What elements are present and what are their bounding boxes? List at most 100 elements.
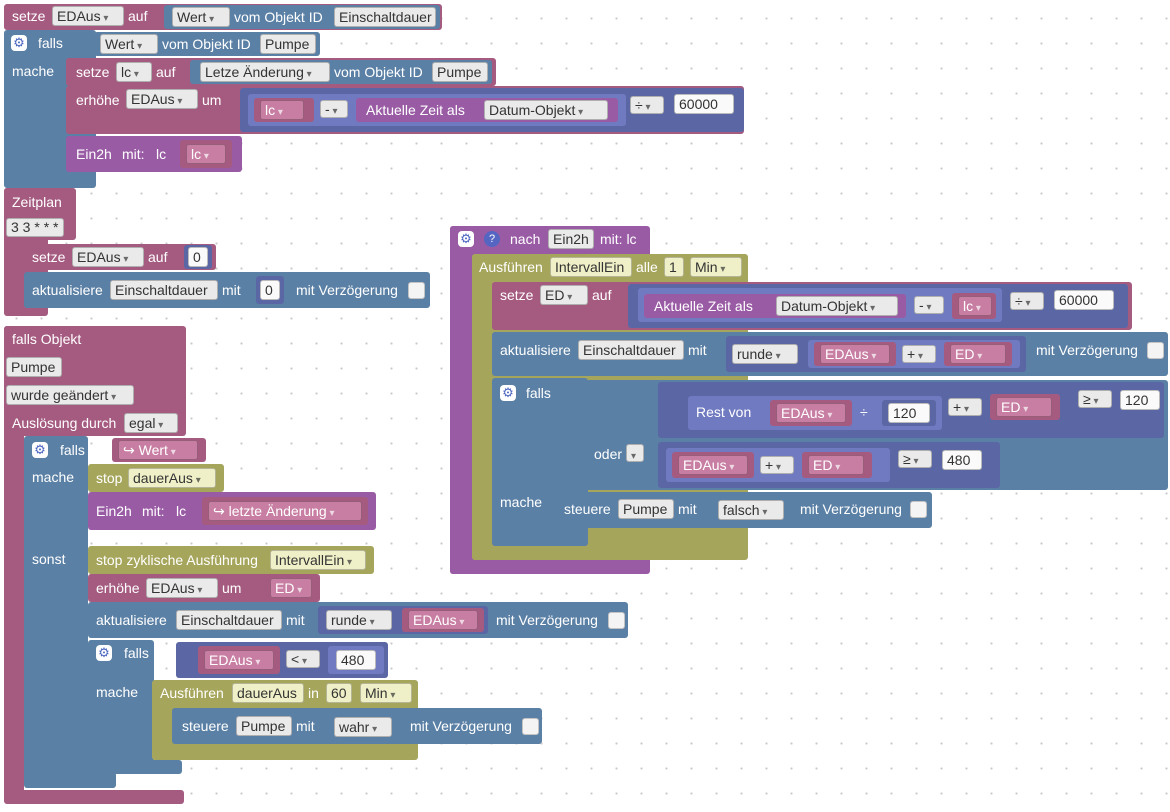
number-field[interactable]: 60000 (674, 94, 734, 114)
operator-dropdown[interactable]: ÷ (630, 96, 664, 114)
gear-icon[interactable]: ⚙ (96, 645, 112, 661)
variable-dropdown[interactable]: EDAus (72, 247, 144, 267)
divide-block[interactable]: Aktuelle Zeit als Datum-Objekt - lc ÷ 60… (628, 284, 1128, 328)
variable-dropdown[interactable]: EDAus (126, 89, 198, 109)
get-value-block[interactable]: Wert vom Objekt ID Pumpe (94, 32, 320, 56)
update-block[interactable]: aktualisiere Einschaltdauer mit runde ED… (492, 332, 1168, 376)
cron-field[interactable]: 3 3 * * * (6, 218, 64, 237)
object-id-field[interactable]: Pumpe (432, 62, 488, 82)
compare-block[interactable]: EDAus + ED ≥ 480 (658, 442, 1000, 488)
set-variable-block[interactable]: setze ED auf Aktuelle Zeit als Datum-Obj… (492, 282, 1132, 330)
operator-dropdown[interactable]: + (902, 345, 936, 363)
number-block[interactable]: 480 (328, 646, 384, 674)
variable-block[interactable]: lc (180, 140, 232, 168)
variable-dropdown[interactable]: EDAus (204, 650, 274, 670)
value-dropdown[interactable]: ↪ letzte Änderung (208, 501, 362, 521)
variable-dropdown[interactable]: ED (540, 285, 588, 305)
object-id-field[interactable]: Einschaltdauer (334, 7, 436, 27)
operator-dropdown[interactable]: < (286, 650, 320, 668)
format-dropdown[interactable]: Datum-Objekt (776, 296, 898, 316)
object-id-field[interactable]: Einschaltdauer (110, 280, 218, 300)
trigger-value-block[interactable]: ↪ Wert (112, 438, 206, 462)
operator-dropdown[interactable]: - (320, 100, 348, 118)
gear-icon[interactable]: ⚙ (11, 35, 27, 51)
variable-dropdown[interactable]: EDAus (408, 610, 478, 630)
get-value-block[interactable]: Wert vom Objekt ID Einschaltdauer (164, 5, 440, 29)
boolean-block[interactable]: wahr (326, 712, 400, 740)
help-icon[interactable]: ? (484, 231, 500, 247)
timeout-number-field[interactable]: 60 (326, 683, 352, 703)
current-time-block[interactable]: Aktuelle Zeit als Datum-Objekt (644, 294, 906, 318)
trigger-dropdown[interactable]: egal (124, 413, 178, 433)
variable-block[interactable]: lc (952, 293, 996, 319)
operator-dropdown[interactable]: ÷ (1010, 292, 1044, 310)
boolean-block[interactable]: falsch (712, 496, 790, 524)
interval-dropdown[interactable]: IntervallEin (270, 550, 366, 570)
variable-block[interactable]: ED (264, 576, 316, 600)
delay-checkbox[interactable] (910, 501, 927, 518)
object-id-field[interactable]: Einschaltdauer (578, 340, 684, 360)
variable-dropdown[interactable]: ED (808, 455, 864, 475)
format-dropdown[interactable]: Datum-Objekt (484, 100, 608, 120)
variable-block[interactable]: ED (990, 394, 1060, 420)
delay-checkbox[interactable] (608, 612, 625, 629)
call-function-block[interactable]: Ein2h mit: lc lc (66, 136, 242, 172)
compare-block[interactable]: Rest von EDAus ÷ 120 + ED ≥ 120 (658, 382, 1164, 438)
number-field[interactable]: 120 (1120, 390, 1160, 410)
object-id-field[interactable]: Pumpe (6, 357, 62, 377)
stop-timer-block[interactable]: stop dauerAus (88, 464, 224, 492)
variable-block[interactable]: EDAus (814, 342, 896, 366)
variable-block[interactable]: ED (802, 452, 872, 478)
get-value-block[interactable]: Letze Änderung vom Objekt ID Pumpe (190, 60, 492, 84)
gear-icon[interactable]: ⚙ (500, 385, 516, 401)
interval-name-field[interactable]: IntervallEin (550, 257, 632, 277)
variable-dropdown[interactable]: lc (260, 100, 304, 120)
trigger-value-block[interactable]: ↪ letzte Änderung (202, 497, 368, 525)
set-variable-block[interactable]: setze EDAus auf Wert vom Objekt ID Einsc… (4, 4, 442, 30)
divide-block[interactable]: lc - Aktuelle Zeit als Datum-Objekt ÷ 60… (240, 88, 744, 132)
gear-icon[interactable]: ⚙ (458, 231, 474, 247)
if-else-block[interactable] (24, 436, 88, 778)
control-block[interactable]: steuere Pumpe mit falsch mit Verzögerung (554, 492, 932, 528)
delay-checkbox[interactable] (408, 282, 425, 299)
variable-dropdown[interactable]: lc (116, 62, 152, 82)
variable-block[interactable]: EDAus (402, 608, 484, 632)
value-dropdown[interactable]: Wert (172, 7, 230, 27)
add-block[interactable]: Rest von EDAus ÷ 120 + ED (678, 386, 1072, 434)
variable-dropdown[interactable]: ED (996, 397, 1052, 417)
update-block[interactable]: aktualisiere Einschaltdauer mit runde ED… (88, 602, 628, 638)
boolean-dropdown[interactable]: falsch (718, 500, 784, 520)
operator-dropdown[interactable]: + (948, 398, 982, 416)
operator-dropdown[interactable]: ≥ (1078, 390, 1112, 408)
add-block[interactable]: EDAus + ED (808, 340, 1020, 368)
round-dropdown[interactable]: runde (326, 610, 392, 630)
logic-operator-dropdown[interactable] (626, 444, 644, 462)
operator-dropdown[interactable]: - (914, 296, 944, 314)
unit-dropdown[interactable]: Min (360, 683, 412, 703)
variable-dropdown[interactable]: EDAus (146, 578, 218, 598)
or-block[interactable]: Rest von EDAus ÷ 120 + ED ≥ 120 oder EDA… (586, 380, 1168, 490)
number-field[interactable]: 60000 (1054, 290, 1114, 310)
object-id-field[interactable]: Pumpe (618, 499, 674, 519)
unit-dropdown[interactable]: Min (690, 257, 742, 277)
set-variable-block[interactable]: setze EDAus auf 0 (24, 244, 216, 270)
increment-block[interactable]: erhöhe EDAus um lc - Aktuelle Zeit als D… (66, 86, 744, 134)
subtract-block[interactable]: Aktuelle Zeit als Datum-Objekt - lc (638, 288, 1002, 322)
variable-block[interactable]: EDAus (672, 452, 754, 478)
value-dropdown[interactable]: ↪ Wert (118, 440, 198, 460)
property-dropdown[interactable]: Letze Änderung (200, 62, 330, 82)
add-block[interactable]: EDAus + ED (666, 448, 890, 482)
modulo-block[interactable]: Rest von EDAus ÷ 120 (688, 396, 942, 430)
number-block[interactable]: 0 (184, 245, 212, 269)
operator-dropdown[interactable]: ≥ (898, 450, 932, 468)
timeout-name-field[interactable]: dauerAus (232, 683, 304, 703)
round-dropdown[interactable]: runde (732, 344, 798, 364)
variable-dropdown[interactable]: EDAus (52, 6, 124, 26)
compare-block[interactable]: EDAus < 480 (176, 642, 388, 678)
changed-dropdown[interactable]: wurde geändert (6, 385, 134, 405)
variable-dropdown[interactable]: EDAus (776, 403, 846, 423)
object-id-field[interactable]: Einschaltdauer (176, 610, 282, 630)
variable-block[interactable]: lc (254, 98, 314, 122)
object-id-field[interactable]: Pumpe (260, 34, 316, 54)
number-block[interactable]: 120 (882, 400, 936, 426)
